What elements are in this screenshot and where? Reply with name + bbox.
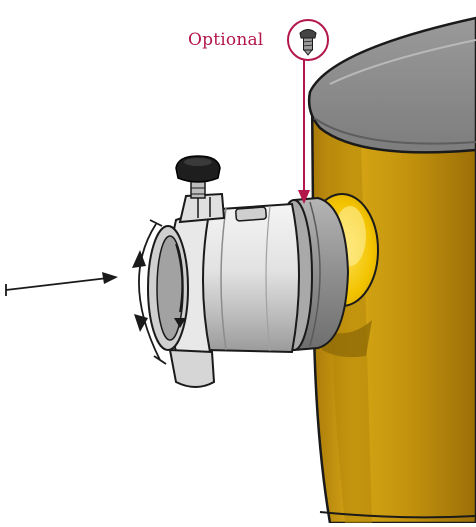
coupling-lever xyxy=(168,348,216,388)
coupling-band-2 xyxy=(265,205,271,352)
coupling-label-plate xyxy=(235,206,267,222)
tank-bottom-edge xyxy=(319,511,476,519)
coupling-body xyxy=(197,202,300,354)
coupling-band xyxy=(220,207,227,351)
callout-label-optional: Optional xyxy=(188,30,264,50)
gray-adapter-groove xyxy=(309,201,321,347)
screw-icon xyxy=(299,29,317,56)
tank-lid-highlight xyxy=(329,39,476,85)
arrow-right-icon xyxy=(5,272,118,296)
knob-icon xyxy=(175,155,221,199)
clamp-bracket xyxy=(178,192,226,224)
tank-lid xyxy=(307,16,476,154)
port-shadow xyxy=(322,320,372,358)
rotate-arrow-icon xyxy=(132,219,186,365)
optional-callout xyxy=(287,19,329,204)
chrome-coupling xyxy=(147,192,300,388)
callout-arrowhead xyxy=(298,190,310,204)
tank-lid-rim xyxy=(313,117,476,145)
